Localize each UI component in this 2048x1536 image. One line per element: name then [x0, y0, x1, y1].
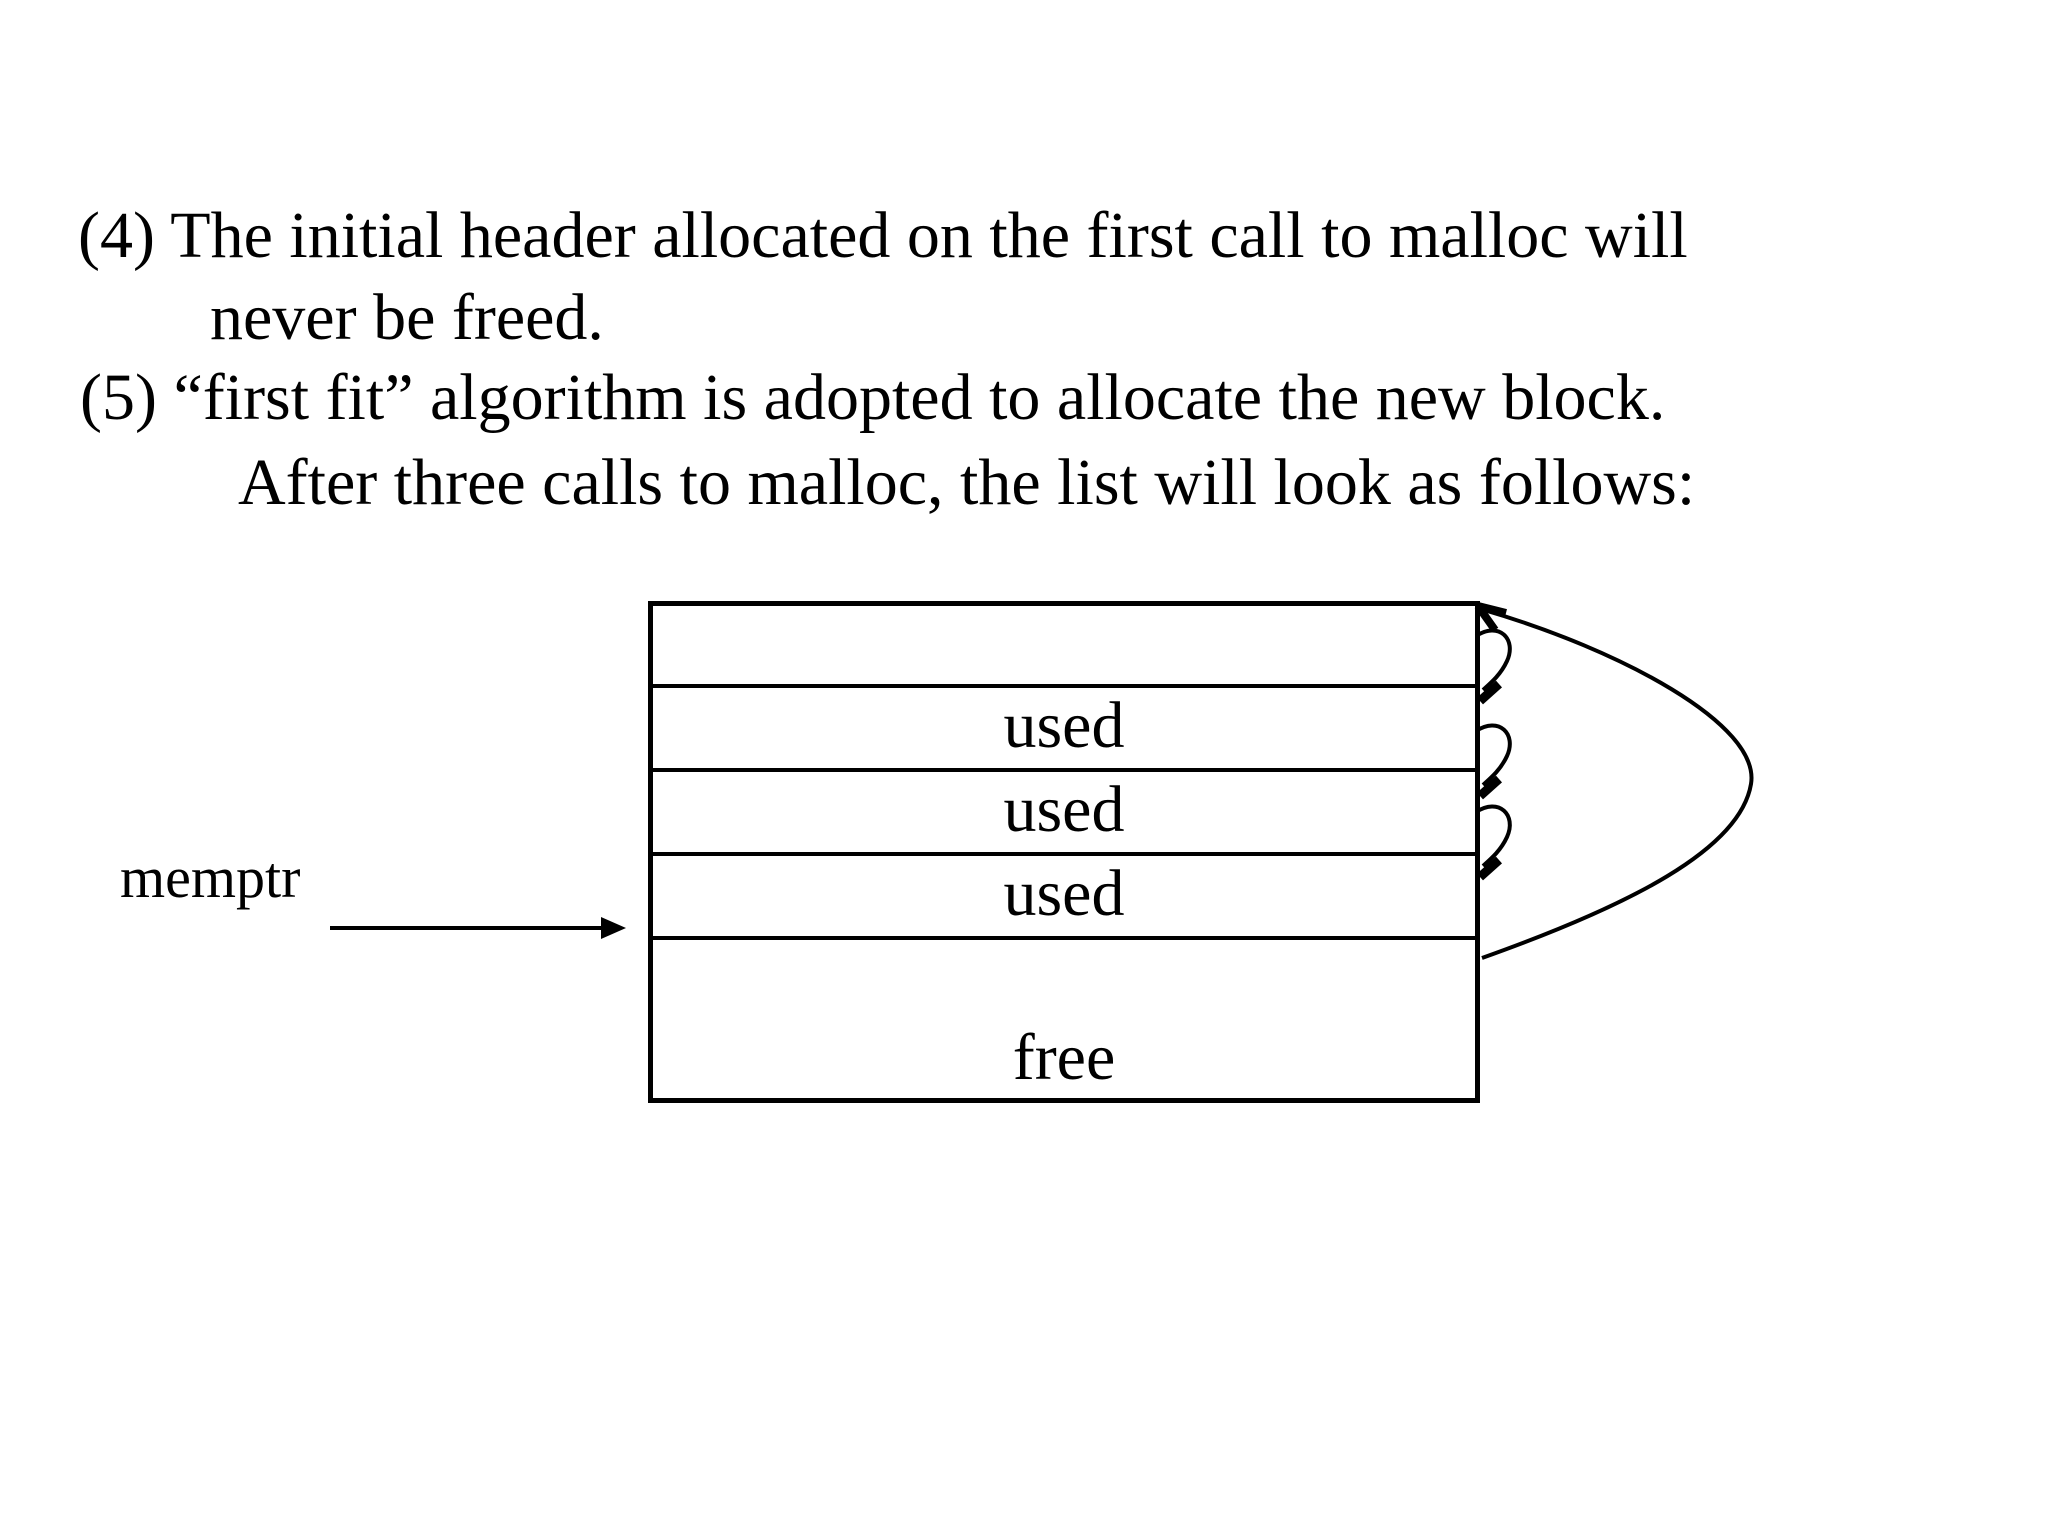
next-pointer-loop-2 — [1474, 723, 1512, 787]
block-divider-4 — [648, 936, 1480, 940]
bullet-4-line-1: (4) The initial header allocated on the … — [78, 199, 1688, 272]
free-list-wrap-arrowhead-icon — [1474, 603, 1499, 633]
next-pointer-loop-1 — [1474, 628, 1512, 692]
memptr-label: memptr — [120, 845, 301, 910]
block-divider-1 — [648, 684, 1480, 688]
next-pointer-loop-3 — [1474, 804, 1512, 868]
block-divider-2 — [648, 768, 1480, 772]
bullet-5-line-2: After three calls to malloc, the list wi… — [238, 446, 1696, 519]
next-pointer-loop-3-arrowhead-icon — [1476, 856, 1503, 881]
free-list-wrap-arrowhead-icon — [1477, 602, 1507, 617]
memptr-arrowhead-icon — [601, 917, 626, 939]
block-label-free: free — [1012, 1021, 1116, 1094]
bullet-4-line-2: never be freed. — [210, 281, 604, 354]
next-pointer-loop-2-arrowhead-icon — [1476, 775, 1503, 800]
bullet-5-line-1: (5) “first fit” algorithm is adopted to … — [80, 361, 1666, 434]
free-list-wrap-arrow — [1481, 608, 1754, 960]
block-label-used-2: used — [1003, 773, 1125, 846]
block-label-used-1: used — [1003, 689, 1125, 762]
block-label-used-3: used — [1003, 857, 1125, 930]
block-divider-3 — [648, 852, 1480, 856]
next-pointer-loop-1-arrowhead-icon — [1476, 680, 1503, 705]
